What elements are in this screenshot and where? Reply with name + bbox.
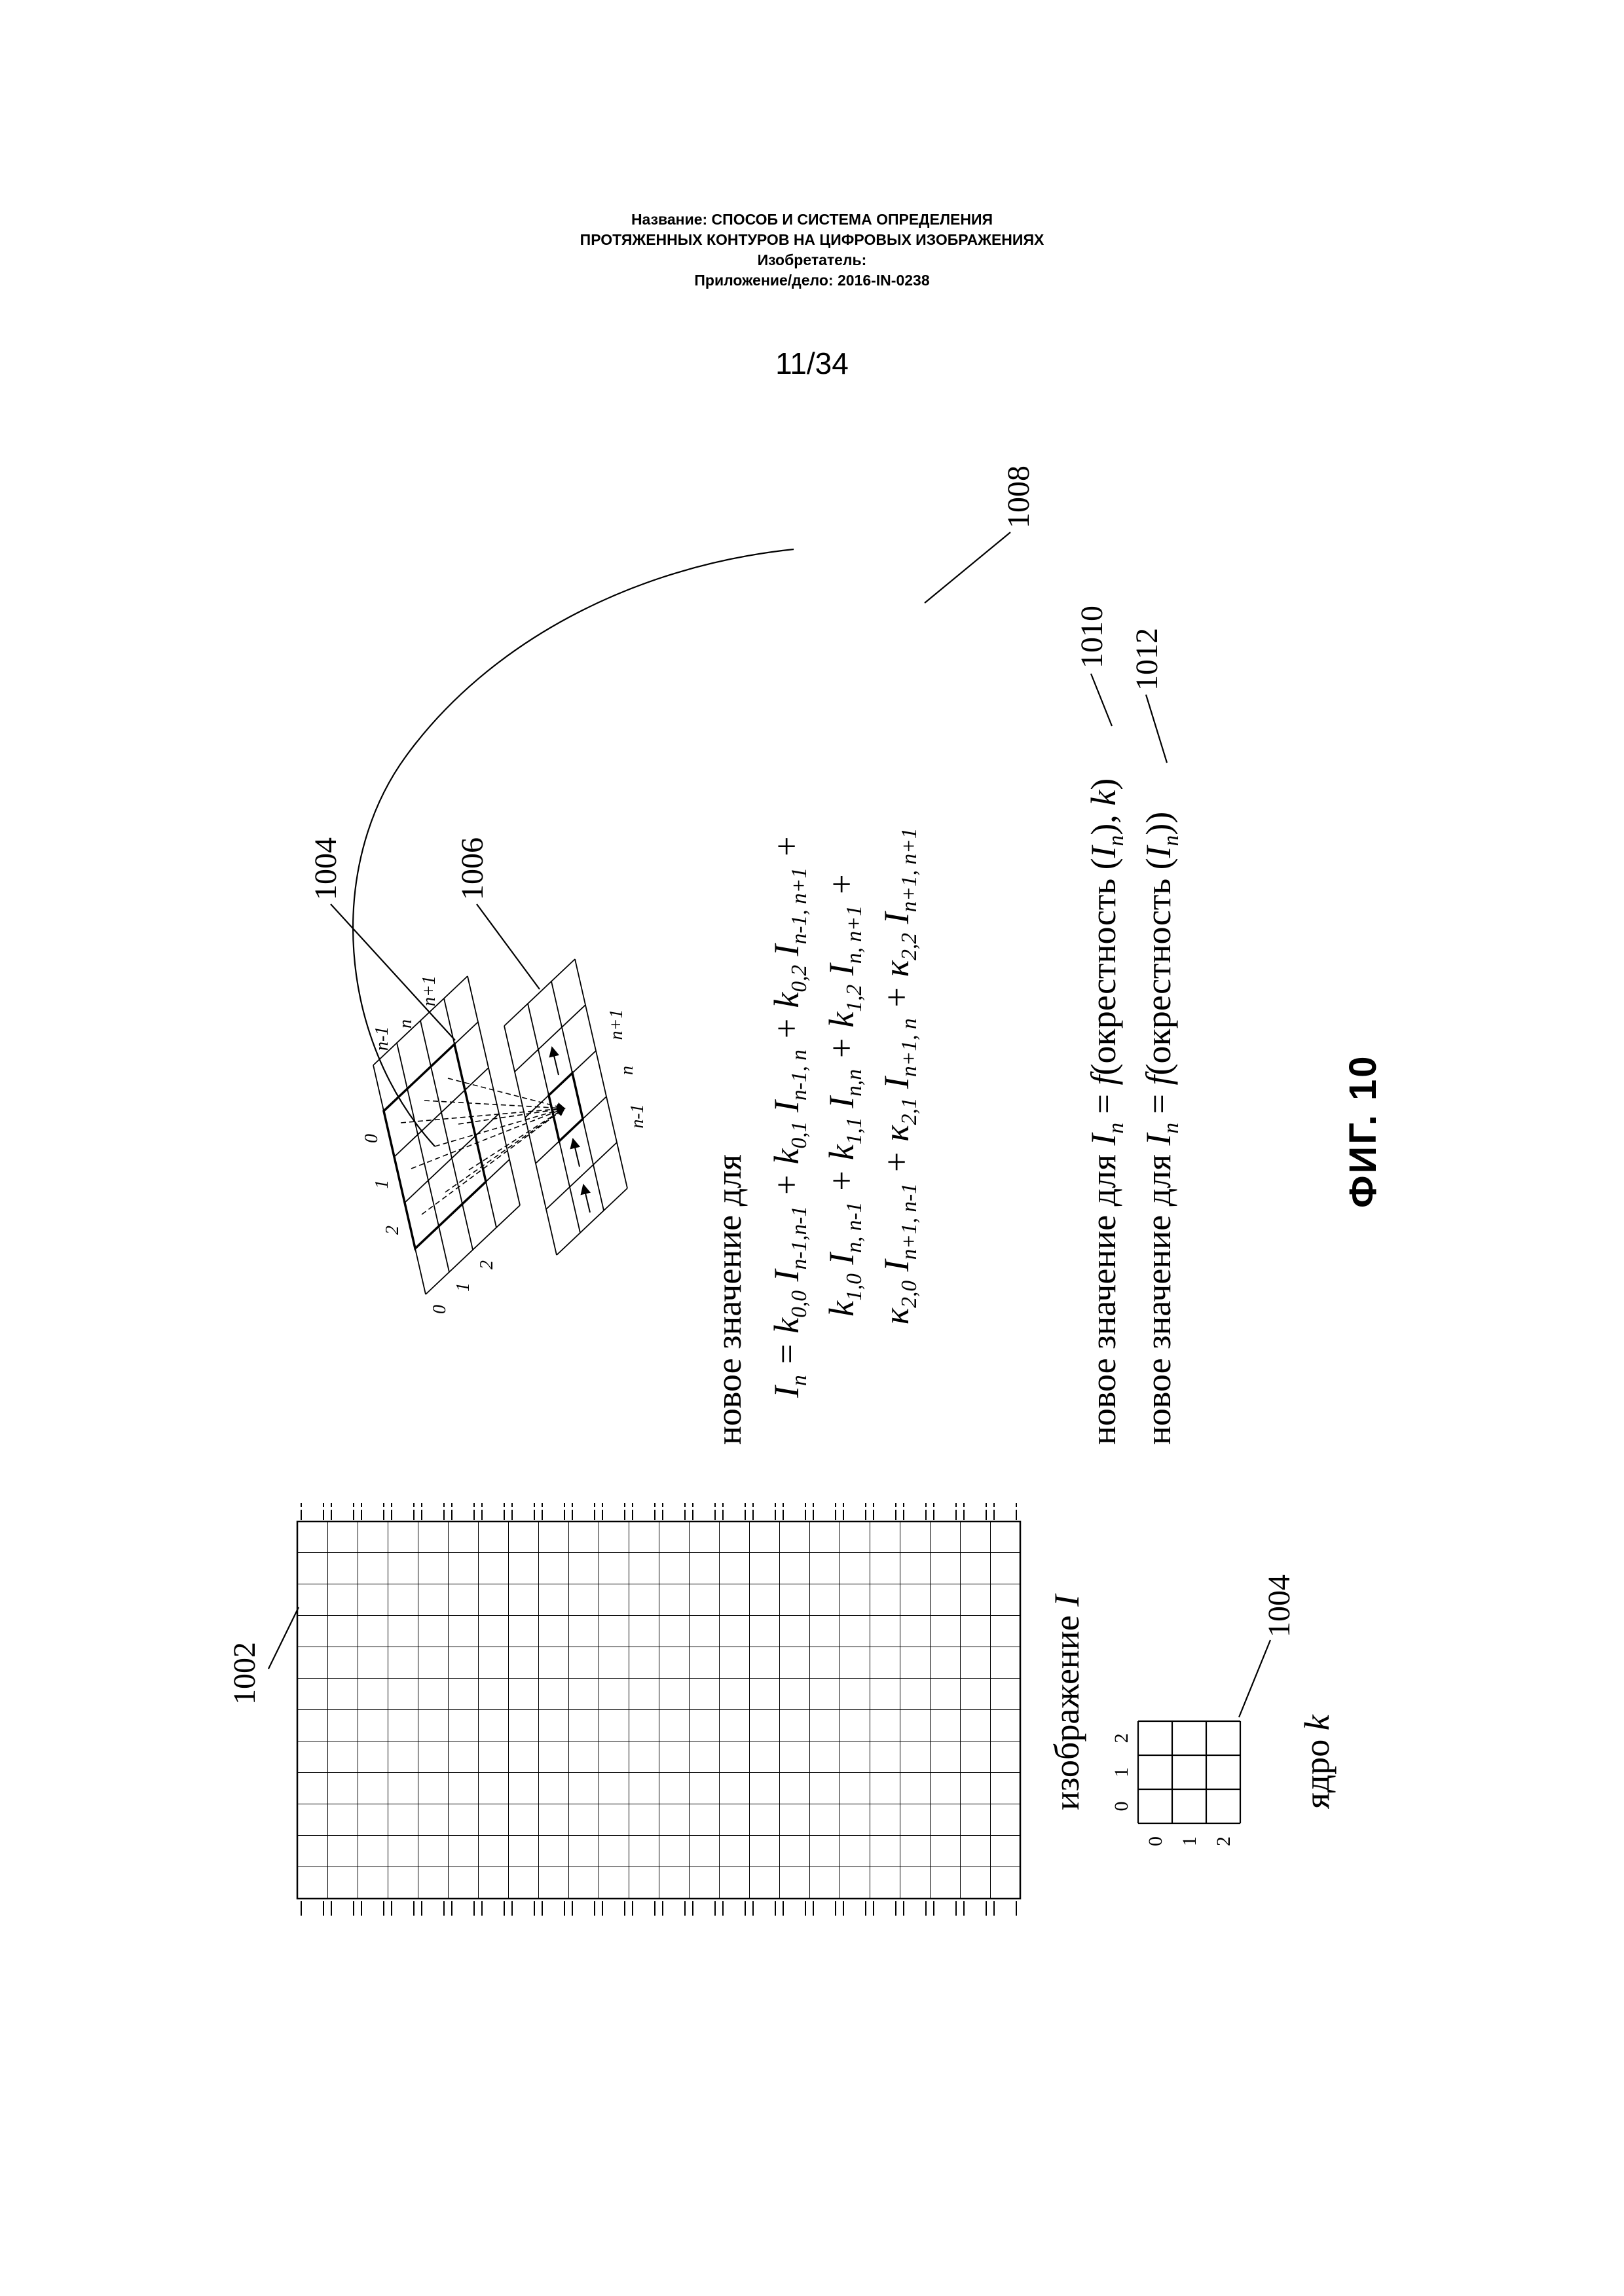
image-grid-caption: изображение I [1047,1594,1086,1810]
diagram-bottom-col-label-1: n [617,1066,637,1075]
header-title-line-1: Название: СПОСОБ И СИСТЕМА ОПРЕДЕЛЕНИЯ [631,211,993,228]
image-grid-cells [297,1522,1020,1899]
equation-intro: новое значение для [709,1154,748,1445]
diagram-right-row-label-0: n-1 [372,1027,392,1051]
leader-line-1012 [1145,694,1168,763]
ref-label-1004-diagram: 1004 [308,837,343,900]
ref-label-1010: 1010 [1075,606,1109,668]
convolution-arrows [400,1078,566,1215]
ref-label-1002: 1002 [227,1642,262,1705]
equation-line-1: In = k0,0 In-1,n-1 + k0,1 In-1, n + k0,2… [767,834,811,1398]
header-inventor-line: Изобретатель: [757,251,867,268]
equation-line-2: k1,0 In, n-1 + k1,1 In,n + k1,2 In, n+1 … [822,872,866,1317]
diagram-left-row-label-2: 2 [477,1260,497,1269]
diagram-right-row-label-2: n+1 [419,975,439,1006]
header-application-line: Приложение/дело: 2016-IN-0238 [694,272,930,289]
kernel-row-label-1: 1 [1179,1836,1200,1846]
diagram-bottom-grid [504,958,628,1256]
diagram-bottom-col-label-2: n+1 [606,1010,627,1040]
continuation-marks-left [297,1900,1020,1917]
leader-line-1002 [268,1607,299,1669]
kernel-col-label-0: 0 [1111,1802,1132,1812]
diagram-left-row-label-1: 1 [453,1283,473,1292]
kernel-col-label-2: 2 [1111,1734,1132,1743]
diagram-top-col-label-2: 0 [361,1134,382,1143]
ref-label-1006: 1006 [455,837,490,900]
formula-neighborhood-kernel: новое значение для In = f(окрестность (I… [1084,778,1128,1445]
ref-label-1008: 1008 [1001,465,1036,528]
header-title-line-2: ПРОТЯЖЕННЫХ КОНТУРОВ НА ЦИФРОВЫХ ИЗОБРАЖ… [580,231,1044,248]
kernel-col-label-1: 1 [1111,1768,1132,1777]
diagram-bottom-col-label-0: n-1 [627,1104,648,1128]
leader-line-1010 [1090,673,1113,727]
continuation-marks-right [297,1503,1020,1520]
target-cell-outline [547,1070,584,1144]
sheet-number: 11/34 [775,346,849,380]
image-grid-border [296,1520,1022,1900]
diagram-top-col-label-1: 1 [372,1180,392,1189]
kernel-caption: ядро k [1297,1715,1337,1809]
image-grid [296,1503,1022,1917]
formula-neighborhood: новое значение для In = f(окрестность (I… [1139,811,1183,1445]
ref-label-1012: 1012 [1130,628,1164,691]
leader-line-1008 [924,532,1011,604]
diagram-left-row-label-0: 0 [430,1305,450,1314]
equation-line-3: к2,0 In+1, n-1 + к2,1 In+1, n + к2,2 In+… [877,828,921,1324]
kernel-row-label-0: 0 [1145,1836,1166,1846]
kernel-grid: 0 1 2 0 1 2 [1111,1720,1242,1846]
kernel-grid-lines [1137,1720,1242,1825]
page-header: Название: СПОСОБ И СИСТЕМА ОПРЕДЕЛЕНИЯ П… [0,210,1624,291]
figure-caption: ФИГ. 10 [1342,1054,1384,1208]
ref-label-1004-kernel: 1004 [1262,1575,1297,1637]
kernel-row-label-2: 2 [1213,1836,1234,1846]
convolution-diagram: 2 1 0 0 1 2 n-1 n n+1 n-1 n n+1 [361,958,648,1314]
diagram-right-row-label-1: n [396,1019,416,1029]
diagram-top-col-label-0: 2 [382,1226,403,1235]
